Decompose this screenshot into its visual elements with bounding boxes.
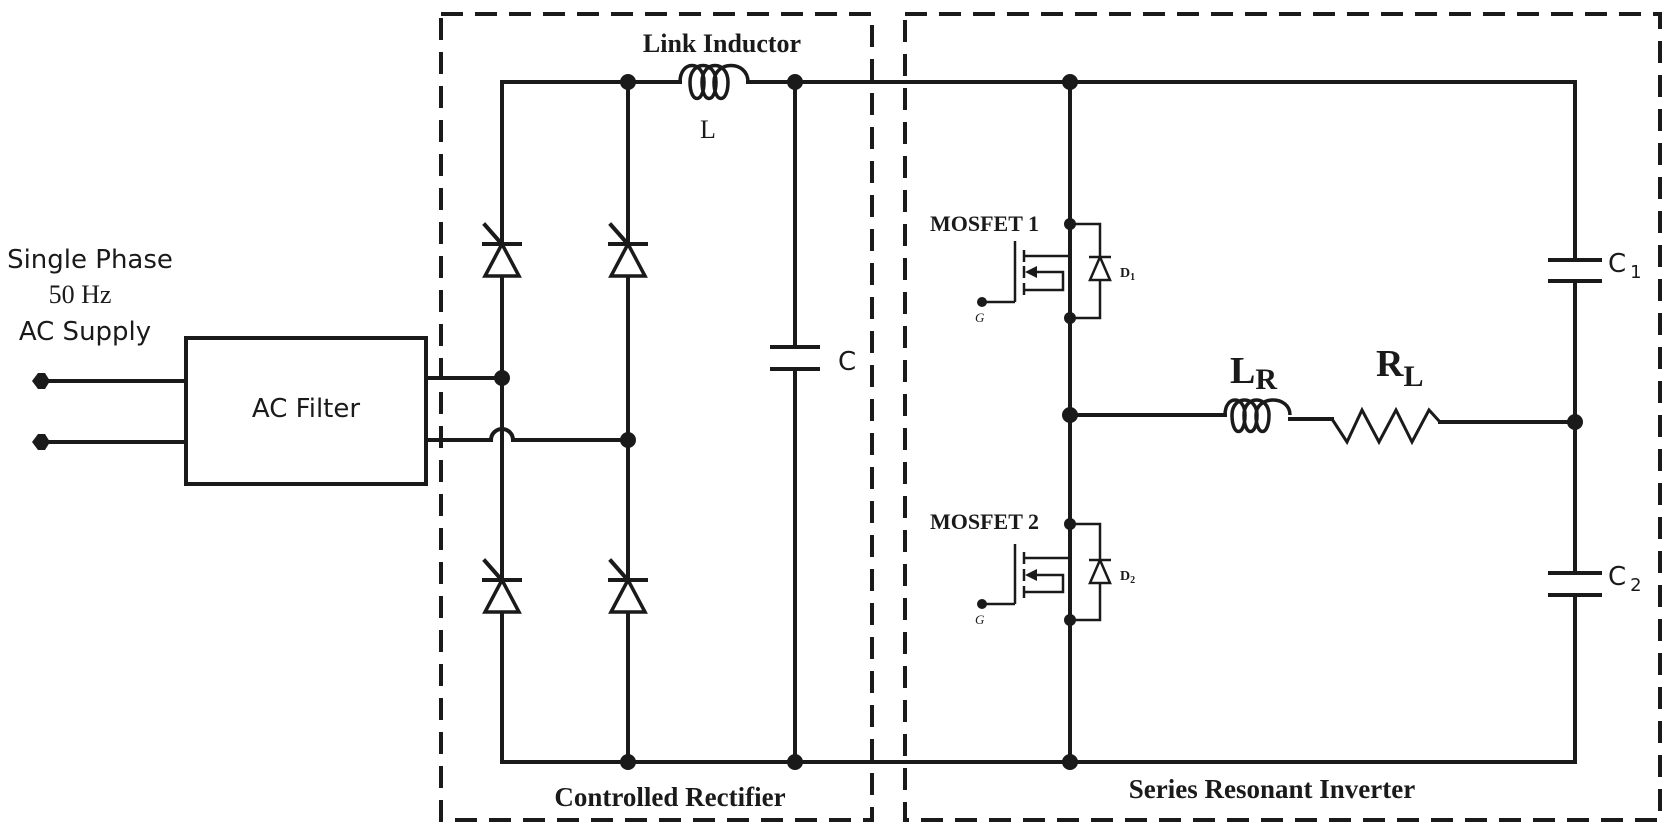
mosfet-1-label: MOSFET 1 <box>930 211 1039 236</box>
diode-d1-label: D1 <box>1120 266 1135 283</box>
gate-label: G <box>975 310 985 325</box>
diode-d2-main: D <box>1120 569 1130 584</box>
source-lead <box>1024 573 1065 594</box>
rectifier-circuit: Link Inductor L C <box>482 29 1072 770</box>
c1-main: C <box>1608 249 1626 279</box>
source-label-line2: 50 Hz <box>49 280 112 309</box>
ac-source: Single Phase 50 Hz AC Supply <box>7 245 188 450</box>
ac-filter-block: AC Filter <box>184 336 630 486</box>
diode-d1-sub: 1 <box>1130 272 1135 283</box>
load-resistor-zigzag <box>1330 406 1442 446</box>
body-arrow <box>1025 266 1037 278</box>
mosfet-2-label: MOSFET 2 <box>930 509 1039 534</box>
thyristor-2 <box>608 222 648 278</box>
load-resistor-label: RL <box>1376 343 1423 393</box>
junction-dot <box>1064 312 1076 324</box>
junction-dot <box>1062 407 1078 423</box>
junction-dot <box>1567 414 1583 430</box>
series-resonant-inverter-boundary <box>903 12 1662 822</box>
thyristor-triangle <box>608 240 648 278</box>
resonant-inductor-main: L <box>1230 350 1255 392</box>
thyristor-gate <box>482 558 503 581</box>
supply-terminal-1 <box>32 373 50 389</box>
link-inductor-symbol: L <box>700 115 716 144</box>
thyristor-4 <box>608 558 648 614</box>
thyristor-triangle <box>482 240 522 278</box>
junction-dot <box>1062 754 1078 770</box>
source-label-line3: AC Supply <box>19 317 151 347</box>
junction-dot <box>787 754 803 770</box>
body-arrow <box>1025 569 1037 581</box>
load-resistor-main: R <box>1376 343 1404 385</box>
resonant-inductor-label: LR <box>1230 350 1277 396</box>
resonant-inductor-coil <box>1223 398 1292 434</box>
mosfet-2: MOSFET 2 G D2 <box>930 509 1135 627</box>
junction-dot <box>620 754 636 770</box>
diode-d2-symbol <box>1088 556 1112 585</box>
junction-dot <box>1064 518 1076 530</box>
diode-d2-sub: 2 <box>1130 575 1135 586</box>
diode-d2-label: D2 <box>1120 569 1135 586</box>
thyristor-gate <box>608 558 629 581</box>
thyristor-triangle <box>482 576 522 614</box>
junction-dot <box>620 432 636 448</box>
c2-sub: 2 <box>1630 575 1641 596</box>
gate-label: G <box>975 612 985 627</box>
junction-dot <box>494 370 510 386</box>
ac-filter-box <box>184 336 428 486</box>
junction-dot <box>787 74 803 90</box>
thyristor-gate <box>608 222 629 245</box>
c1-sub: 1 <box>1630 262 1641 283</box>
series-resonant-inverter-label: Series Resonant Inverter <box>1129 774 1415 804</box>
thyristor-1 <box>482 222 522 278</box>
thyristor-triangle <box>608 576 648 614</box>
controlled-rectifier-label: Controlled Rectifier <box>554 782 785 812</box>
junction-dot <box>1062 74 1078 90</box>
inverter-circuit: MOSFET 1 G D1 MOSFET 2 G <box>930 74 1642 770</box>
load-resistor-sub: L <box>1403 360 1423 393</box>
diode-d1-main: D <box>1120 266 1130 281</box>
thyristor-3 <box>482 558 522 614</box>
controlled-rectifier-boundary <box>439 12 874 822</box>
ac-filter-label: AC Filter <box>252 394 360 424</box>
junction-dot <box>1064 614 1076 626</box>
dc-capacitor-symbol: C <box>838 347 856 377</box>
c2-main: C <box>1608 562 1626 592</box>
resonant-inductor-sub: R <box>1255 363 1277 396</box>
mosfet-1: MOSFET 1 G D1 <box>930 211 1135 325</box>
gate-terminal <box>977 297 987 307</box>
link-inductor-label: Link Inductor <box>643 29 801 58</box>
gate-terminal <box>977 599 987 609</box>
thyristor-gate <box>482 222 503 245</box>
link-inductor-coil <box>678 63 750 101</box>
supply-terminal-2 <box>32 434 50 450</box>
filter-out-wire-2 <box>424 427 630 442</box>
source-lead <box>1024 270 1065 292</box>
junction-dot <box>1064 218 1076 230</box>
source-label-line1: Single Phase <box>7 245 173 275</box>
diode-d1-symbol <box>1088 253 1112 282</box>
junction-dot <box>620 74 636 90</box>
